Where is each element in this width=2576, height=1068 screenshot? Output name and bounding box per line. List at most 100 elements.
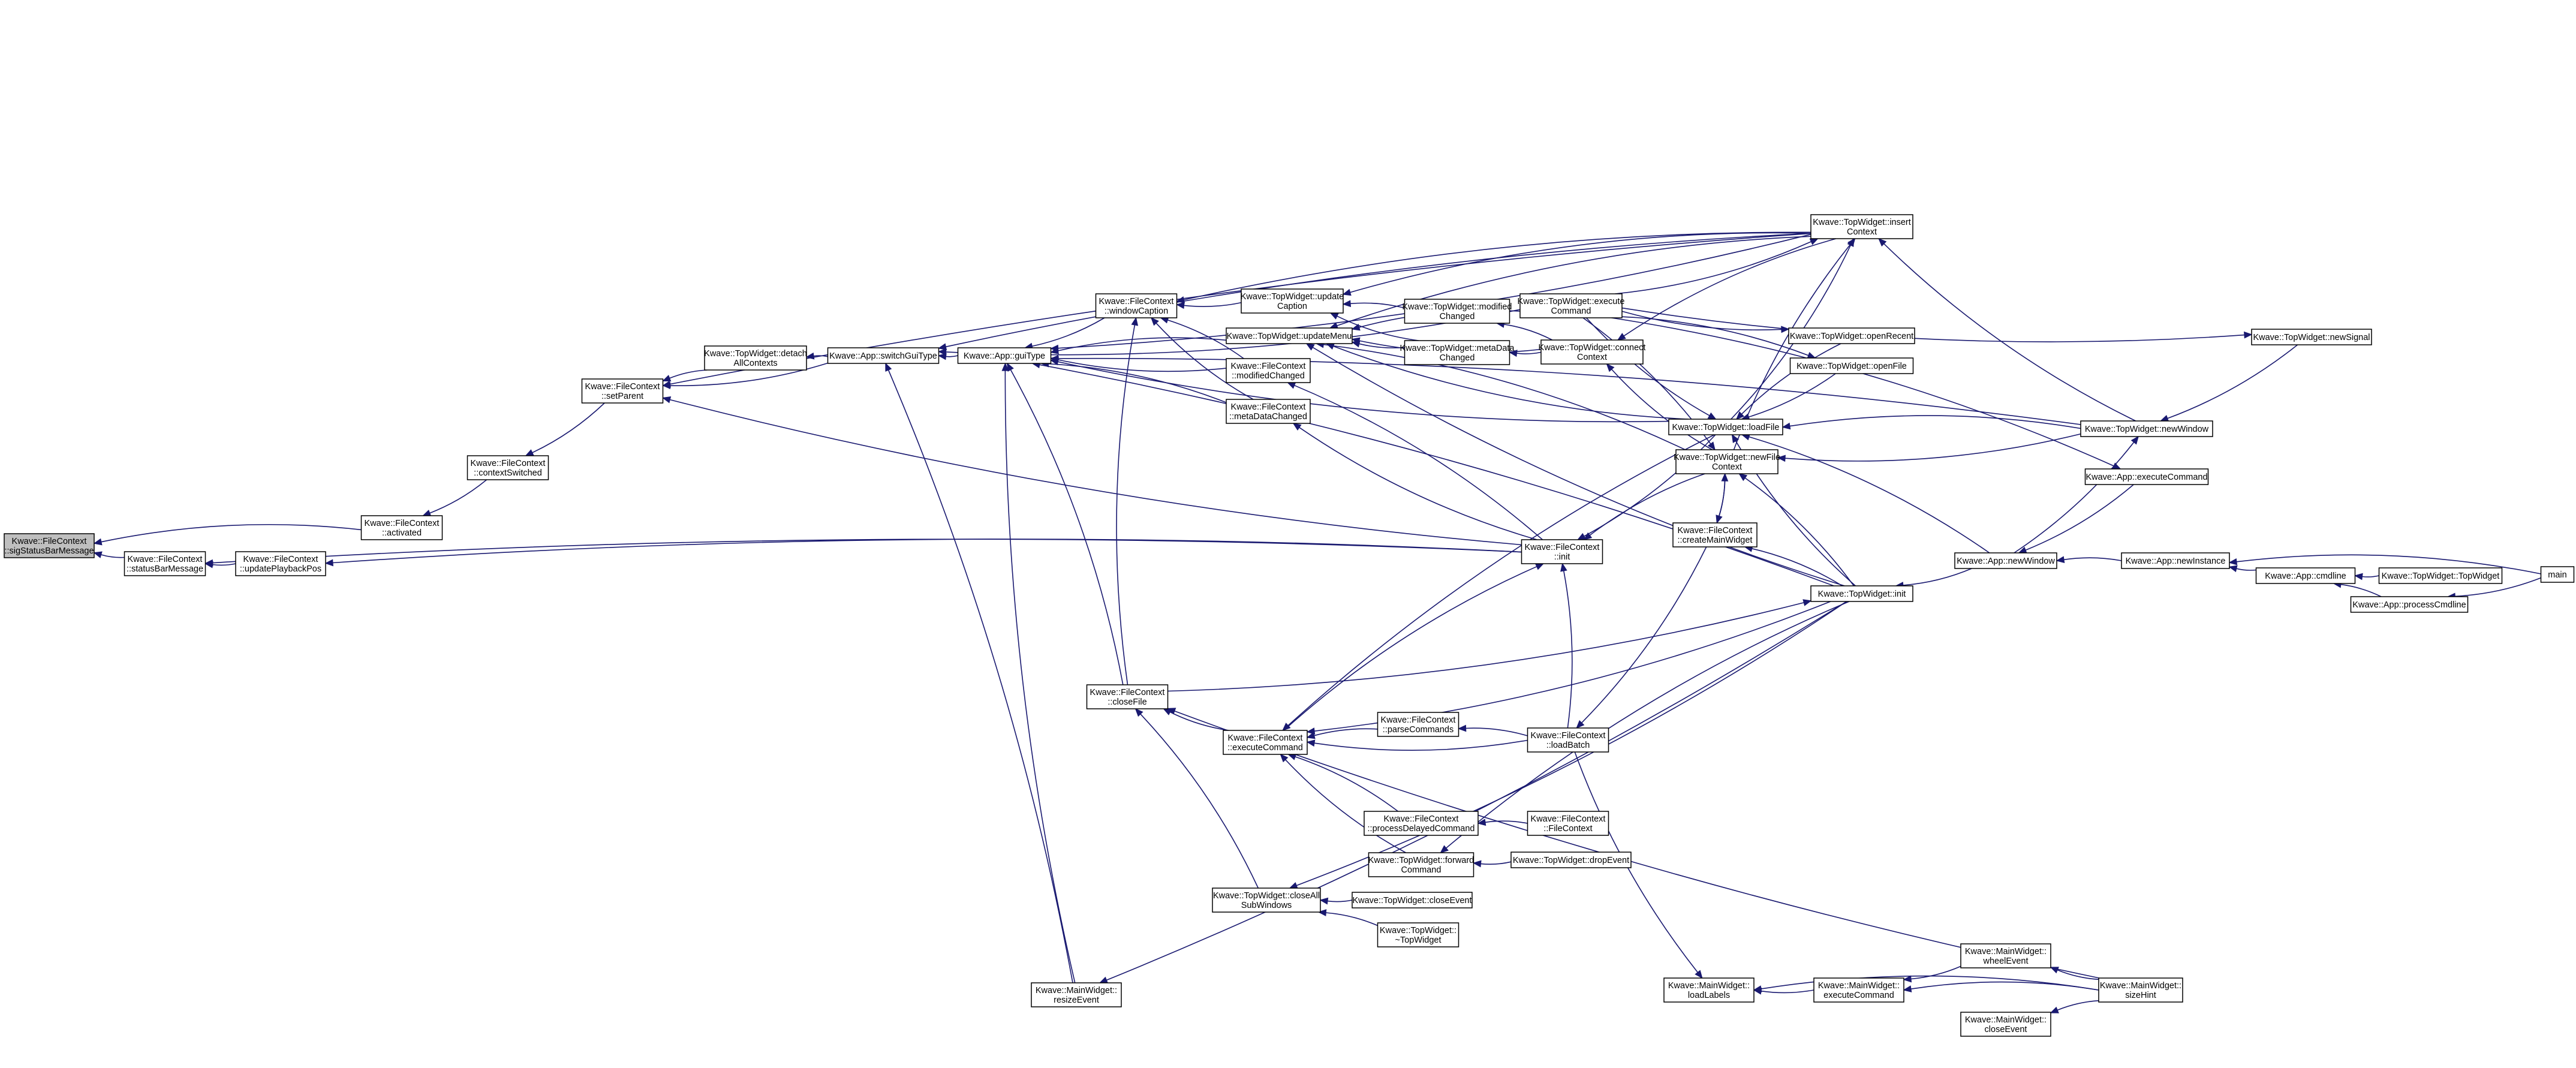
node-label: Kwave::MainWidget:: [1818, 981, 1900, 991]
call-edge [937, 353, 958, 360]
function-node-fc-execute-command[interactable]: Kwave::FileContext::executeCommand [1223, 730, 1308, 755]
function-node-fc-modified-changed[interactable]: Kwave::FileContext::modifiedChanged [1226, 358, 1311, 383]
edge-line [1903, 568, 1972, 586]
function-node-cmdline[interactable]: Kwave::App::cmdline [2255, 567, 2356, 584]
arrowhead-icon [1049, 358, 1060, 366]
function-node-new-instance[interactable]: Kwave::App::newInstance [2121, 552, 2230, 569]
function-node-tw-close-event[interactable]: Kwave::TopWidget::closeEvent [1352, 892, 1473, 908]
function-node-tw-meta-data-changed[interactable]: Kwave::TopWidget::metaDataChanged [1400, 340, 1515, 365]
function-node-new-signal[interactable]: Kwave::TopWidget::newSignal [2251, 329, 2372, 345]
function-node-tw-modified-changed[interactable]: Kwave::TopWidget::modifiedChanged [1403, 299, 1512, 324]
edge-line [1611, 369, 1713, 450]
function-node-open-recent[interactable]: Kwave::TopWidget::openRecent [1788, 327, 1915, 344]
arrowhead-icon [2050, 967, 2059, 974]
function-node-close-file[interactable]: Kwave::FileContext::closeFile [1086, 684, 1169, 709]
node-label: resizeEvent [1054, 995, 1099, 1005]
edge-line [670, 362, 828, 387]
function-node-mw-close-event[interactable]: Kwave::MainWidget::closeEvent [1960, 1012, 2051, 1037]
function-node-activated[interactable]: Kwave::FileContext::activated [360, 515, 443, 540]
function-node-status-bar-message[interactable]: Kwave::FileContext::statusBarMessage [124, 551, 206, 576]
function-node-mw-execute-command[interactable]: Kwave::MainWidget::executeCommand [1813, 977, 1904, 1003]
function-node-app-new-window[interactable]: Kwave::App::newWindow [1954, 552, 2057, 569]
arrowhead-icon [1508, 350, 1518, 357]
arrowhead-icon [662, 375, 672, 382]
function-node-parse-commands[interactable]: Kwave::FileContext::parseCommands [1377, 712, 1459, 737]
function-node-fc-file-context[interactable]: Kwave::FileContext::FileContext [1527, 811, 1609, 836]
node-box [1364, 811, 1479, 836]
function-node-context-switched[interactable]: Kwave::FileContext::contextSwitched [467, 455, 549, 480]
edge-line [1503, 324, 1553, 341]
function-node-fc-init[interactable]: Kwave::FileContext::init [1521, 539, 1603, 564]
call-edge [1305, 343, 1845, 586]
call-edge [1040, 360, 1227, 403]
node-box [1540, 339, 1644, 365]
function-node-process-delayed-command[interactable]: Kwave::FileContext::processDelayedComman… [1364, 811, 1479, 836]
function-node-wheel-event[interactable]: Kwave::MainWidget::wheelEvent [1960, 943, 2051, 968]
function-node-resize-event[interactable]: Kwave::MainWidget::resizeEvent [1031, 982, 1122, 1007]
node-box [1377, 712, 1459, 737]
function-node-tw-destructor[interactable]: Kwave::TopWidget::~TopWidget [1377, 922, 1459, 947]
arrowhead-icon [1287, 382, 1296, 389]
function-node-tw-init[interactable]: Kwave::TopWidget::init [1810, 585, 1913, 602]
edge-line [1327, 899, 1353, 902]
arrowhead-icon [1319, 897, 1329, 905]
function-node-sig-status-bar-message[interactable]: Kwave::FileContext::sigStatusBarMessage [4, 533, 95, 558]
function-node-app-execute-command[interactable]: Kwave::App::executeCommand [2084, 468, 2209, 485]
call-edge [1560, 562, 1573, 729]
edge-line [2063, 557, 2122, 561]
function-node-gui-type[interactable]: Kwave::App::guiType [957, 347, 1052, 364]
node-label: Kwave::TopWidget::openFile [1796, 362, 1907, 371]
node-label: Kwave::FileContext [1231, 362, 1306, 371]
node-box [1212, 888, 1321, 913]
node-box [581, 378, 664, 404]
edge-line [1184, 231, 1811, 300]
function-node-size-hint[interactable]: Kwave::MainWidget::sizeHint [2098, 977, 2183, 1003]
call-edge [1744, 545, 1843, 586]
node-label: Kwave::FileContext [12, 537, 87, 546]
function-node-open-file[interactable]: Kwave::TopWidget::openFile [1789, 357, 1914, 374]
function-node-new-window-t-w[interactable]: Kwave::TopWidget::newWindow [2080, 420, 2213, 437]
function-node-update-menu[interactable]: Kwave::TopWidget::updateMenu [1226, 327, 1353, 344]
node-label: ::sigStatusBarMessage [4, 546, 94, 556]
node-label: Context [1847, 227, 1877, 237]
node-label: Kwave::FileContext [1381, 715, 1456, 725]
function-node-drop-event[interactable]: Kwave::TopWidget::dropEvent [1510, 852, 1632, 868]
function-node-set-parent[interactable]: Kwave::FileContext::setParent [581, 378, 664, 404]
call-edge [2050, 967, 2099, 980]
function-node-load-labels[interactable]: Kwave::MainWidget::loadLabels [1663, 977, 1755, 1003]
node-box [2255, 567, 2356, 584]
edge-line [1784, 433, 2081, 462]
node-label: Kwave::TopWidget::init [1818, 589, 1906, 599]
function-node-create-main-widget[interactable]: Kwave::FileContext::createMainWidget [1672, 522, 1758, 547]
function-node-switch-gui-type[interactable]: Kwave::App::switchGuiType [827, 347, 940, 364]
function-nodes: Kwave::FileContext::sigStatusBarMessageK… [4, 214, 2575, 1037]
node-label: Changed [1440, 353, 1475, 363]
function-node-load-batch[interactable]: Kwave::FileContext::loadBatch [1527, 727, 1609, 753]
arrowhead-icon [1903, 985, 1912, 992]
node-box [1404, 340, 1510, 365]
function-node-tw-execute-command[interactable]: Kwave::TopWidget::executeCommand [1518, 293, 1625, 318]
edge-line [1283, 566, 1537, 731]
function-node-window-caption[interactable]: Kwave::FileContext::windowCaption [1095, 293, 1178, 318]
function-node-update-playback-pos[interactable]: Kwave::FileContext::updatePlaybackPos [235, 551, 326, 576]
function-node-main[interactable]: main [2540, 566, 2575, 583]
function-node-fc-meta-data-changed[interactable]: Kwave::FileContext::metaDataChanged [1226, 399, 1311, 424]
arrowhead-icon [1305, 343, 1315, 351]
arrowhead-icon [1878, 237, 1887, 247]
node-label: ::closeFile [1108, 697, 1146, 707]
call-edge [2228, 565, 2256, 573]
function-node-load-file[interactable]: Kwave::TopWidget::loadFile [1668, 419, 1783, 435]
function-node-process-cmdline[interactable]: Kwave::App::processCmdline [2350, 596, 2469, 613]
edge-line [2455, 577, 2541, 597]
arrowhead-icon [1329, 312, 1339, 320]
node-label: Kwave::TopWidget::update [1241, 292, 1344, 302]
call-edge [1280, 753, 1406, 853]
function-node-tw-top-widget[interactable]: Kwave::TopWidget::TopWidget [2378, 567, 2503, 584]
